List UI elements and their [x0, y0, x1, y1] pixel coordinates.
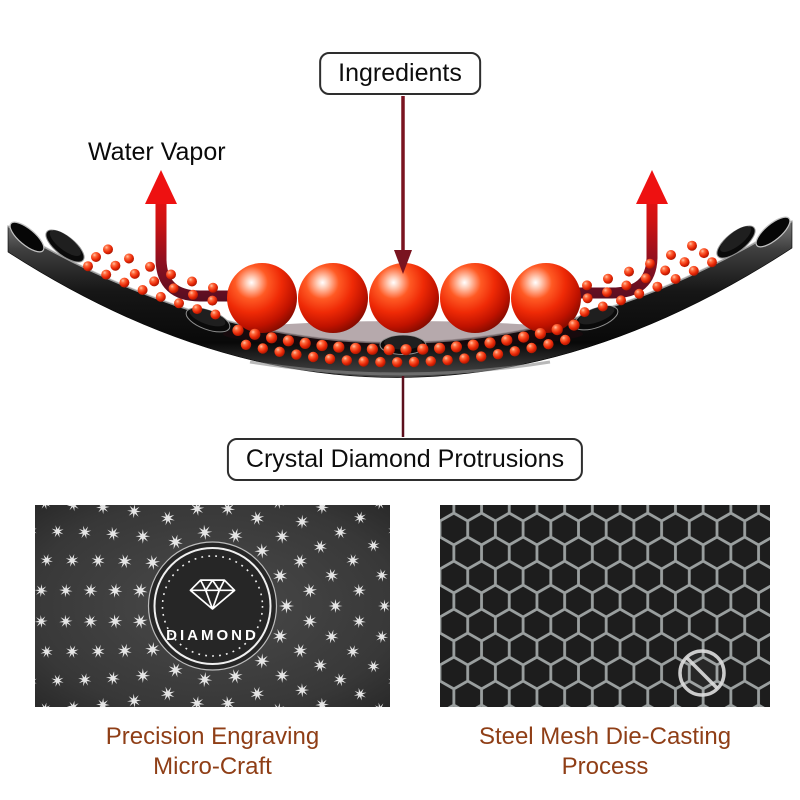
right-caption-line2: Process — [561, 753, 649, 780]
pan-rim-cap-right — [755, 216, 791, 248]
pan-rim-cap-left — [9, 221, 45, 253]
hex-mesh-pattern — [440, 505, 770, 707]
hex-panel-svg — [440, 505, 770, 707]
vapor-up-arrow-right — [565, 170, 668, 299]
ingredient-sphere — [440, 263, 510, 333]
diamond-icon — [189, 579, 236, 610]
steel-mesh-photo — [440, 505, 770, 707]
ingredients-label-text: Ingredients — [338, 59, 462, 87]
left-caption: Precision Engraving Micro-Craft — [35, 722, 390, 782]
ingredient-sphere — [227, 263, 297, 333]
diamond-protrusion — [716, 225, 756, 259]
up-arrow-icon — [145, 170, 177, 204]
starburst-panel-svg: DIAMOND — [25, 495, 400, 717]
pan-cross-section-diagram — [7, 96, 793, 437]
right-caption: Steel Mesh Die-Casting Process — [440, 722, 770, 782]
precision-engraving-photo: DIAMOND — [25, 495, 400, 717]
diamond-logo-text: DIAMOND — [166, 627, 259, 644]
up-arrow-icon — [636, 170, 668, 204]
ingredient-sphere — [298, 263, 368, 333]
right-caption-line1: Steel Mesh Die-Casting — [478, 723, 732, 750]
down-arrow-icon — [394, 250, 412, 274]
ingredient-spheres — [227, 263, 581, 333]
water-droplets — [83, 240, 717, 368]
ingredients-pointer-arrow — [394, 96, 412, 274]
ingredients-label-box: Ingredients — [319, 52, 481, 95]
protrusions-label-text: Crystal Diamond Protrusions — [245, 445, 565, 473]
starburst-pattern — [25, 495, 400, 717]
water-vapor-label: Water Vapor — [88, 138, 226, 166]
diamond-logo: DIAMOND — [147, 541, 278, 671]
left-caption-line2: Micro-Craft — [153, 753, 272, 780]
left-caption-line1: Precision Engraving — [105, 723, 320, 750]
pan-bottom-sheen — [249, 360, 551, 376]
ingredient-sphere — [511, 263, 581, 333]
diamond-protrusion — [45, 229, 85, 263]
ingredient-sphere — [369, 263, 439, 333]
protrusions-label-box: Crystal Diamond Protrusions — [226, 438, 584, 481]
prohibition-icon — [678, 649, 726, 697]
